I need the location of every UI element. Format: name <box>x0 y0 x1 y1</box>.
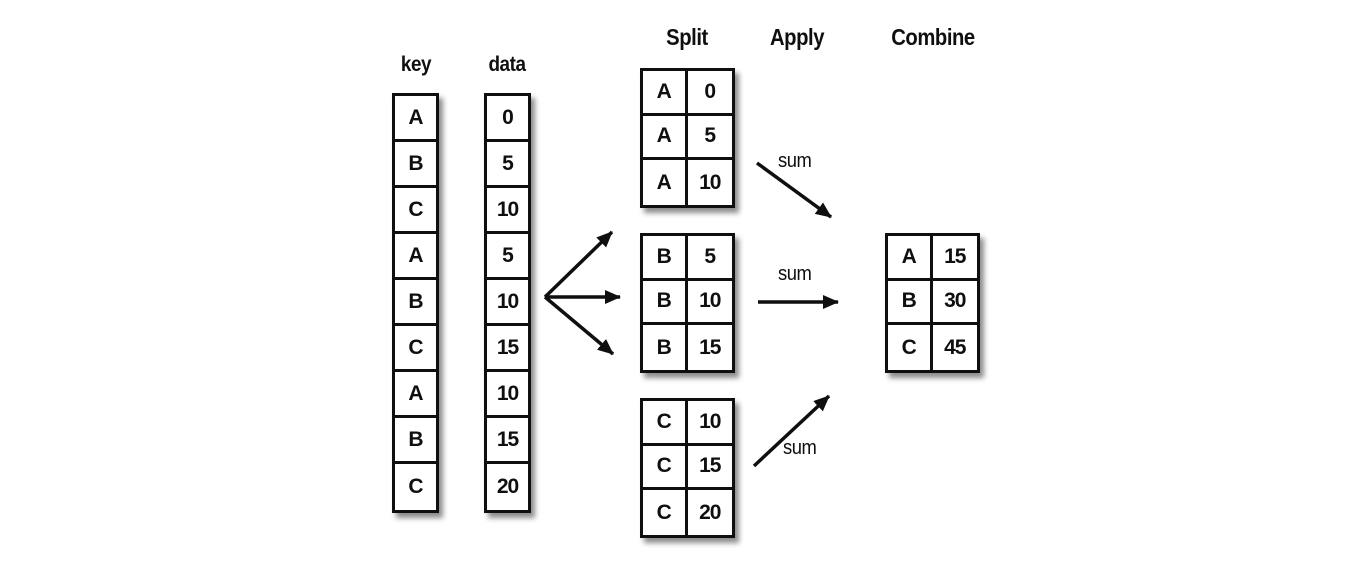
split-arrow-to-group-a <box>543 230 614 299</box>
data-cell: 10 <box>487 280 528 326</box>
sum-label-group-b: sum <box>778 263 812 285</box>
key-cell: A <box>395 372 436 418</box>
group-a-value: 5 <box>687 115 732 161</box>
combine-value: 30 <box>932 280 977 326</box>
group-a-value: 0 <box>687 71 732 116</box>
group-c-key: C <box>643 445 688 491</box>
key-cell: B <box>395 142 436 188</box>
data-cell: 15 <box>487 418 528 464</box>
group-b-key: B <box>643 280 688 326</box>
combine-header: Combine <box>891 24 975 50</box>
group-c-value: 20 <box>687 490 732 535</box>
group-c-value: 15 <box>687 445 732 491</box>
group-a-value: 10 <box>687 160 732 205</box>
split-header: Split <box>666 24 708 50</box>
split-arrow-to-group-c <box>543 295 615 356</box>
group-b-value: 10 <box>687 280 732 326</box>
key-column-table: A B C A B C A B C <box>392 93 439 513</box>
group-a-key: A <box>643 71 688 116</box>
key-cell: A <box>395 234 436 280</box>
group-b-key: B <box>643 236 688 281</box>
data-cell: 5 <box>487 142 528 188</box>
combine-key: B <box>888 280 933 326</box>
combine-key: A <box>888 236 933 281</box>
data-column-label: data <box>488 53 526 76</box>
sum-label-group-c: sum <box>783 437 817 459</box>
apply-header: Apply <box>769 24 825 50</box>
split-table-group-c: C 10 C 15 C 20 <box>640 398 735 538</box>
data-cell: 0 <box>487 96 528 142</box>
combine-value: 15 <box>932 236 977 281</box>
data-cell: 15 <box>487 326 528 372</box>
split-table-group-b: B 5 B 10 B 15 <box>640 233 735 373</box>
group-c-key: C <box>643 401 688 446</box>
apply-arrow-group-c <box>752 394 831 468</box>
split-table-group-a: A 0 A 5 A 10 <box>640 68 735 208</box>
group-b-value: 5 <box>687 236 732 281</box>
group-c-key: C <box>643 490 688 535</box>
key-column-label: key <box>400 53 432 76</box>
sum-label-group-a: sum <box>778 150 812 172</box>
combine-key: C <box>888 325 933 370</box>
key-cell: B <box>395 280 436 326</box>
apply-arrow-group-a <box>755 161 833 219</box>
data-cell: 20 <box>487 464 528 510</box>
group-b-key: B <box>643 325 688 370</box>
key-cell: C <box>395 188 436 234</box>
combine-value: 45 <box>932 325 977 370</box>
key-cell: C <box>395 326 436 372</box>
group-a-key: A <box>643 160 688 205</box>
key-cell: C <box>395 464 436 510</box>
data-cell: 10 <box>487 188 528 234</box>
group-b-value: 15 <box>687 325 732 370</box>
group-c-value: 10 <box>687 401 732 446</box>
combine-result-table: A 15 B 30 C 45 <box>885 233 980 373</box>
key-cell: A <box>395 96 436 142</box>
key-cell: B <box>395 418 436 464</box>
group-a-key: A <box>643 115 688 161</box>
data-cell: 10 <box>487 372 528 418</box>
data-column-table: 0 5 10 5 10 15 10 15 20 <box>484 93 531 513</box>
data-cell: 5 <box>487 234 528 280</box>
